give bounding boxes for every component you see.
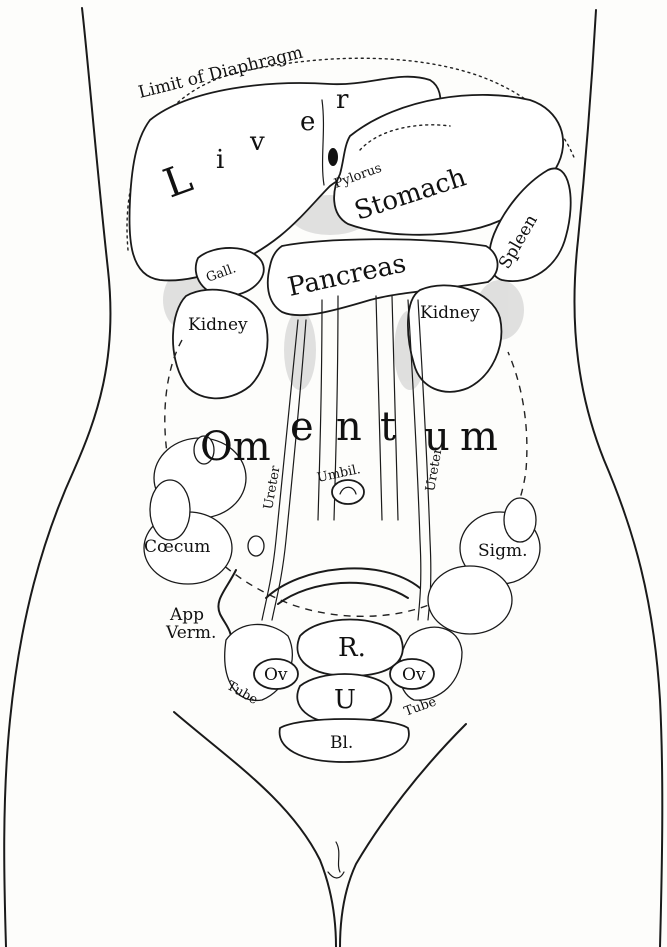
label-liver-v: v: [249, 127, 265, 157]
label-ovary-left: Ov: [264, 665, 288, 685]
label-ureter-left: Ureter: [261, 464, 284, 511]
umbilicus: [332, 480, 364, 504]
label-verm: Verm.: [165, 623, 216, 643]
label-bladder: Bl.: [330, 733, 353, 753]
label-caecum: Cœcum: [144, 537, 210, 557]
label-omentum-t: t: [380, 404, 396, 450]
label-sigm: Sigm.: [478, 541, 528, 561]
label-liver-r: r: [336, 85, 349, 115]
label-kidney-right: Kidney: [420, 303, 480, 323]
sigmoid-coils: [428, 498, 540, 634]
label-omentum-m: m: [460, 414, 498, 460]
label-kidney-left: Kidney: [188, 315, 248, 335]
label-omentum-n: n: [336, 404, 362, 450]
label-omentum-om: Om: [200, 424, 271, 470]
label-omentum-e: e: [290, 404, 314, 450]
label-app: App: [169, 605, 204, 625]
label-uterus: U: [334, 685, 356, 715]
kidney-left: [173, 290, 268, 399]
label-liver-e: e: [300, 107, 315, 137]
label-liver-i: i: [216, 145, 224, 175]
label-rectum: R.: [338, 633, 366, 663]
label-tube-right: Tube: [402, 694, 438, 720]
label-ovary-right: Ov: [402, 665, 426, 685]
